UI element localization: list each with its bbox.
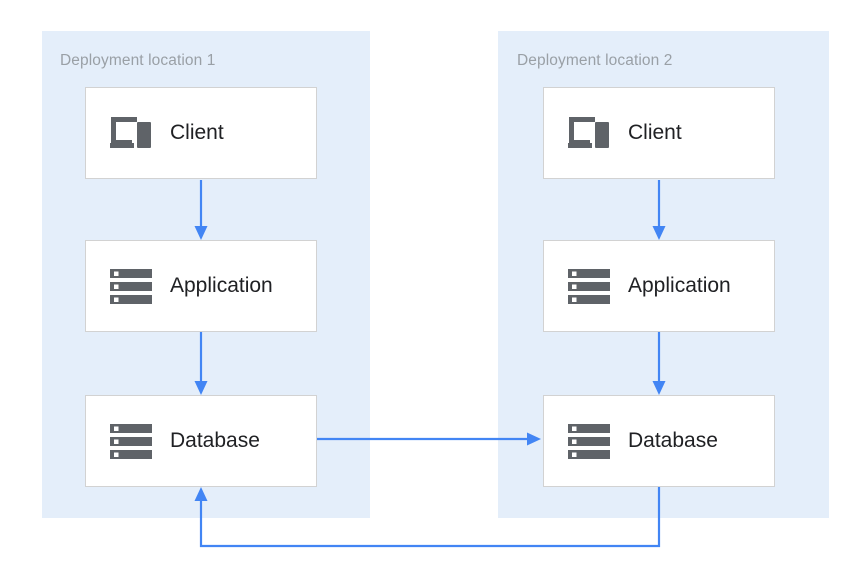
server-rack-icon	[106, 263, 156, 309]
node-application-1[interactable]: Application	[85, 240, 317, 332]
node-application-2-label: Application	[628, 274, 731, 297]
node-client-2-label: Client	[628, 121, 682, 144]
node-client-2[interactable]: Client	[543, 87, 775, 179]
node-client-1-label: Client	[170, 121, 224, 144]
server-rack-icon	[106, 418, 156, 464]
node-database-1[interactable]: Database	[85, 395, 317, 487]
node-application-1-label: Application	[170, 274, 273, 297]
client-device-icon	[106, 110, 156, 156]
node-client-1[interactable]: Client	[85, 87, 317, 179]
server-rack-icon	[564, 263, 614, 309]
node-database-2-label: Database	[628, 429, 718, 452]
server-rack-icon	[564, 418, 614, 464]
node-database-2[interactable]: Database	[543, 395, 775, 487]
node-database-1-label: Database	[170, 429, 260, 452]
deployment-zone-1-label: Deployment location 1	[60, 52, 216, 69]
client-device-icon	[564, 110, 614, 156]
deployment-zone-2-label: Deployment location 2	[517, 52, 673, 69]
node-application-2[interactable]: Application	[543, 240, 775, 332]
